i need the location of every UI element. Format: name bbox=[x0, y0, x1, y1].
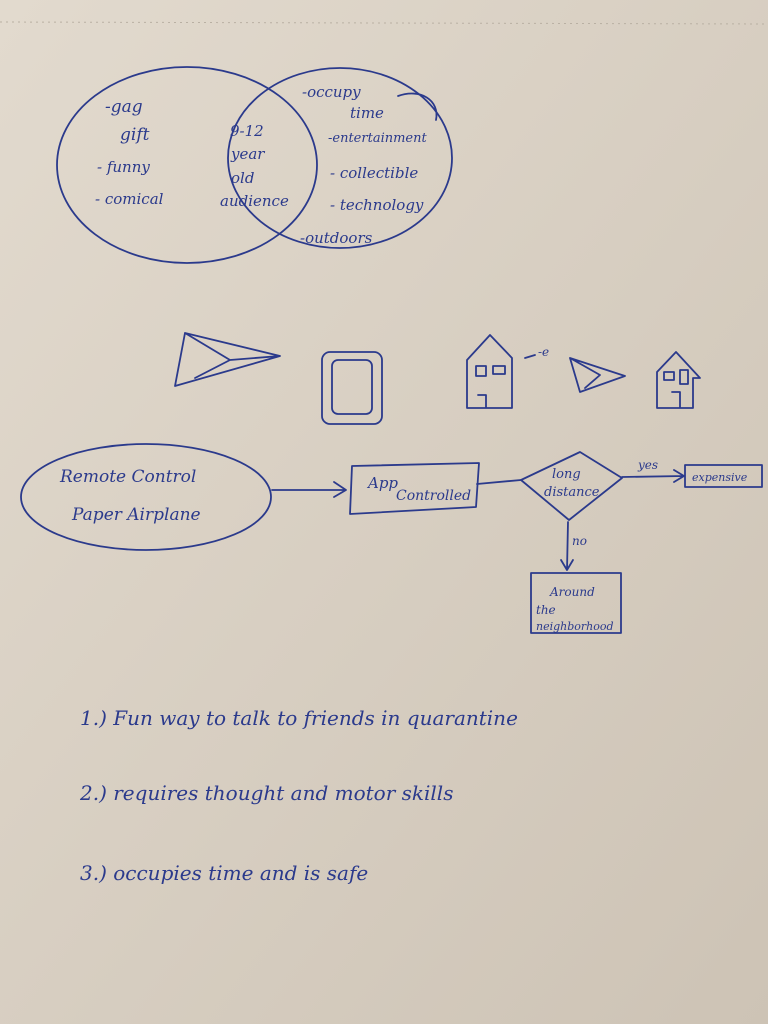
decision-node bbox=[520, 451, 623, 521]
venn-left-item: gift bbox=[120, 125, 150, 145]
venn-left-item: - comical bbox=[95, 190, 164, 208]
venn-left-circle bbox=[56, 66, 318, 264]
expensive-node bbox=[684, 464, 763, 488]
start-node bbox=[20, 443, 272, 551]
no-label: no bbox=[572, 534, 587, 548]
phone-sketch bbox=[321, 351, 383, 425]
app-node-label: Controlled bbox=[396, 488, 471, 504]
venn-right-item: time bbox=[350, 104, 384, 122]
start-node-label: Paper Airplane bbox=[71, 505, 201, 525]
list-item: 2.) requires thought and motor skills bbox=[79, 781, 453, 805]
neighborhood-node bbox=[530, 572, 622, 634]
perforation-line bbox=[0, 21, 768, 25]
venn-right-item: - technology bbox=[330, 196, 424, 214]
venn-center-item: year bbox=[230, 145, 265, 163]
numbered-list: 1.) Fun way to talk to friends in quaran… bbox=[79, 706, 518, 885]
house-sketch-2 bbox=[656, 351, 701, 409]
paper-airplane-sketch bbox=[174, 332, 281, 387]
app-controlled-node bbox=[349, 462, 480, 515]
sketches: -e bbox=[174, 332, 701, 425]
decision-label: distance bbox=[544, 485, 600, 500]
arrow-label: -e bbox=[538, 345, 549, 359]
paper-airplane-sketch-2 bbox=[569, 357, 626, 393]
house-sketch bbox=[466, 334, 513, 409]
list-item: 1.) Fun way to talk to friends in quaran… bbox=[80, 706, 518, 730]
app-node-label: App bbox=[366, 474, 398, 492]
expensive-label: expensive bbox=[692, 471, 748, 484]
neighborhood-label: Around bbox=[549, 585, 595, 599]
neighborhood-label: neighborhood bbox=[536, 620, 614, 633]
decision-label: long bbox=[552, 467, 581, 482]
venn-right-item: -occupy bbox=[302, 83, 361, 101]
venn-scribble bbox=[397, 92, 438, 121]
venn-right-item: -outdoors bbox=[300, 229, 373, 247]
list-item: 3.) occupies time and is safe bbox=[80, 861, 368, 885]
venn-right-item: -entertainment bbox=[328, 131, 427, 146]
arrow-sketch bbox=[524, 354, 536, 359]
start-node-label: Remote Control bbox=[59, 467, 196, 487]
venn-center-item: audience bbox=[220, 192, 289, 210]
yes-label: yes bbox=[637, 458, 658, 472]
venn-left-item: -gag bbox=[105, 97, 143, 117]
venn-right-circle bbox=[227, 67, 453, 249]
phone-screen-sketch bbox=[331, 359, 373, 415]
flowchart: Remote Control Paper Airplane App Contro… bbox=[20, 443, 763, 634]
neighborhood-label: the bbox=[536, 603, 556, 617]
venn-center-item: 9-12 bbox=[230, 122, 264, 140]
venn-diagram: -gag gift - funny - comical 9-12 year ol… bbox=[56, 66, 453, 264]
venn-right-item: - collectible bbox=[330, 164, 418, 182]
venn-left-item: - funny bbox=[97, 158, 150, 176]
connector-line bbox=[476, 479, 522, 485]
no-arrow bbox=[560, 521, 574, 571]
venn-center-item: old bbox=[231, 169, 254, 187]
yes-arrow bbox=[621, 469, 685, 483]
arrow-connector bbox=[271, 481, 347, 498]
